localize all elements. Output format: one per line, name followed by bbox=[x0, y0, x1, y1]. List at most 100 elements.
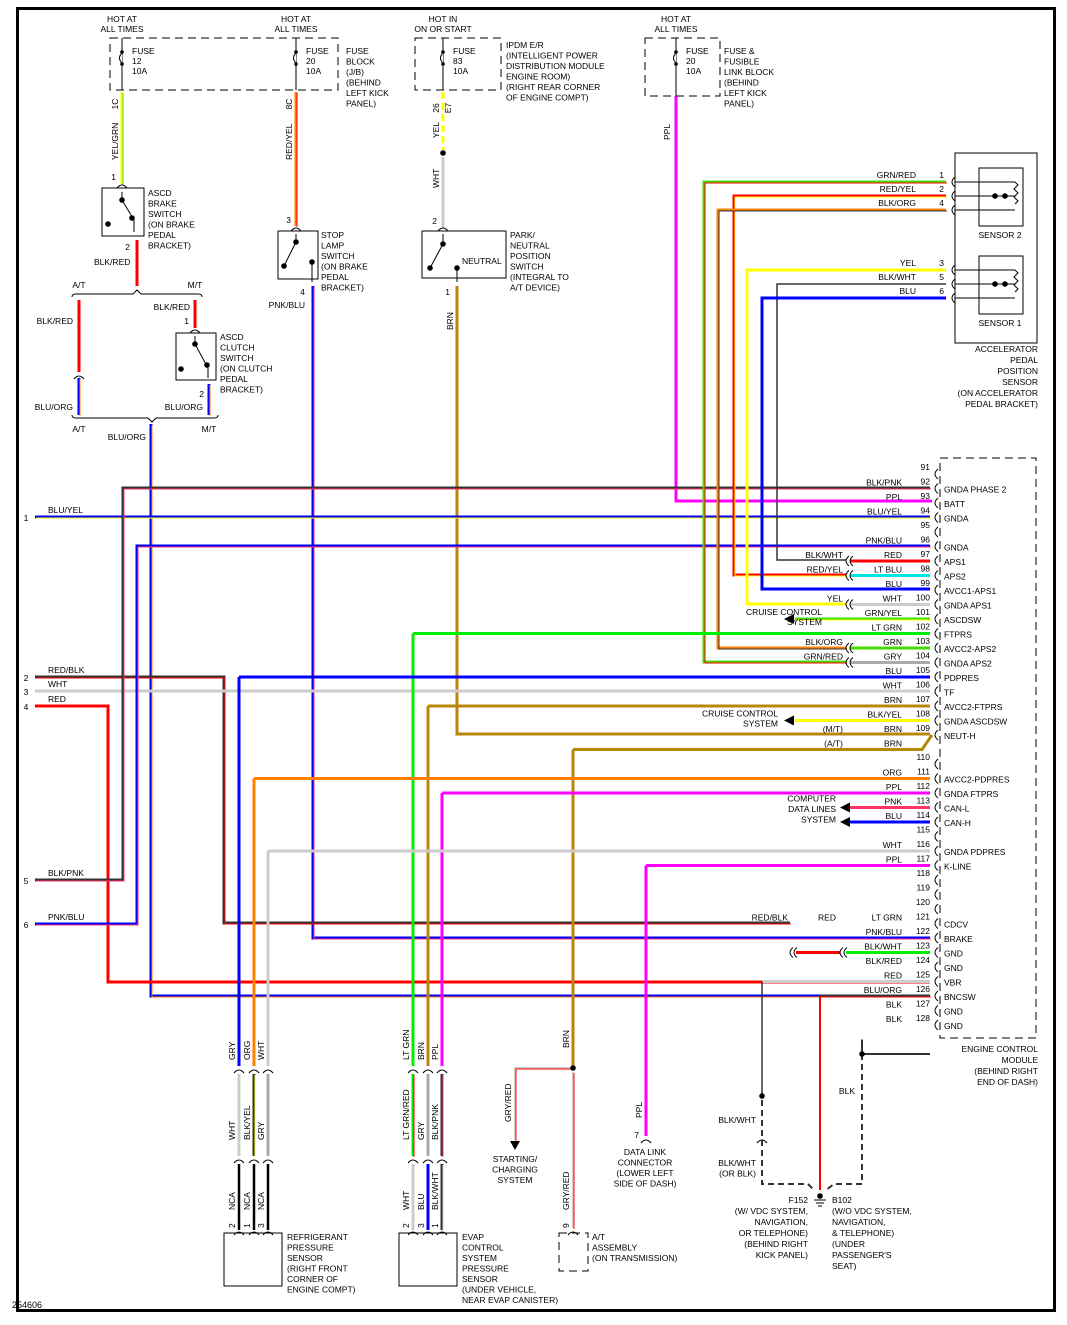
wire-label: WHT bbox=[883, 681, 902, 691]
ecm-pin-number: 119 bbox=[916, 883, 930, 893]
ground-f152-label: (BEHIND RIGHT bbox=[744, 1239, 808, 1249]
app-sensor-label: ACCELERATOR bbox=[975, 344, 1038, 354]
contact-dot bbox=[454, 265, 460, 271]
sensor1-box bbox=[978, 255, 1024, 315]
ecm-pin-number: 98 bbox=[921, 564, 931, 574]
pin-label: 2 bbox=[125, 242, 130, 252]
wire-label: PPL bbox=[886, 782, 902, 792]
power-source-label: ON OR START bbox=[414, 24, 471, 34]
contact-dot bbox=[293, 239, 299, 245]
pnp-label: SWITCH bbox=[510, 262, 544, 272]
ipdm-label: (INTELLIGENT POWER bbox=[506, 51, 598, 61]
ecm-pin-function: TF bbox=[944, 688, 954, 698]
connector bbox=[422, 1159, 434, 1164]
wire-label: PPL bbox=[886, 492, 902, 502]
connector bbox=[248, 1159, 260, 1164]
connector bbox=[849, 599, 854, 610]
dlc-label: DATA LINK bbox=[624, 1147, 667, 1157]
ascd-clutch-label: PEDAL bbox=[220, 374, 248, 384]
power-source-label: ALL TIMES bbox=[275, 24, 318, 34]
fusible-link-label: FUSE & bbox=[724, 46, 755, 56]
starting-label: CHARGING bbox=[492, 1165, 538, 1175]
fuse-block-label: (J/B) bbox=[346, 67, 364, 77]
wire-label: BLU/ORG bbox=[864, 985, 902, 995]
ecm-pin-function: FTPRS bbox=[944, 630, 972, 640]
wire-label: RED/YEL bbox=[807, 565, 844, 575]
wire-label: BLK bbox=[839, 1086, 855, 1096]
contact-dot bbox=[129, 215, 135, 221]
ecm-pin-number: 118 bbox=[916, 868, 930, 878]
ecm-connector bbox=[934, 874, 939, 886]
wire-ppl-batt bbox=[674, 96, 932, 503]
ecm-pin-function: BNCSW bbox=[944, 992, 976, 1002]
pin-label: 1 bbox=[242, 1223, 252, 1228]
wiper-dot bbox=[992, 193, 998, 199]
ecm-pin-number: 123 bbox=[916, 941, 930, 951]
terminal-number: 1 bbox=[24, 513, 29, 523]
app-sensor-label: SENSOR bbox=[1002, 377, 1038, 387]
wiper-dot bbox=[1002, 193, 1008, 199]
ground-b102-label: & TELEPHONE) bbox=[832, 1228, 894, 1238]
stop-lamp-label: BRACKET) bbox=[321, 283, 364, 293]
connector bbox=[845, 555, 850, 567]
fusible-link-label: LEFT KICK bbox=[724, 88, 767, 98]
fuse-label: FUSE bbox=[132, 46, 155, 56]
ground-b102-label: SEAT) bbox=[832, 1261, 857, 1271]
splice-dot bbox=[440, 150, 446, 156]
connector bbox=[849, 657, 854, 668]
wire-label: BLK/WHT bbox=[718, 1158, 756, 1168]
fuse-label: 83 bbox=[453, 56, 463, 66]
wire-grn-red-tracer bbox=[704, 182, 947, 664]
wire-blk-wht-dashed bbox=[761, 1100, 815, 1191]
pin-label: 8C bbox=[284, 99, 294, 110]
wire-label: BLK/RED bbox=[866, 956, 902, 966]
wire-blk-org-tracer bbox=[718, 210, 947, 650]
wire-label: LT GRN/RED bbox=[401, 1089, 411, 1140]
wire-label: BRN bbox=[884, 739, 902, 749]
fuse-block-label: BLOCK bbox=[346, 57, 375, 67]
connector bbox=[567, 1231, 579, 1236]
ground-b102-label: (UNDER bbox=[832, 1239, 865, 1249]
evap-label: (UNDER VEHICLE, bbox=[462, 1285, 536, 1295]
app-sensor-label: PEDAL bbox=[1010, 355, 1038, 365]
ecm-pin-number: 127 bbox=[916, 999, 930, 1009]
power-source-label: HOT IN bbox=[429, 14, 458, 24]
ecm-pin-function: GND bbox=[944, 963, 963, 973]
ipdm-box bbox=[414, 37, 502, 91]
arrow-cruise-icon bbox=[784, 715, 794, 726]
pin-label: 3 bbox=[416, 1223, 426, 1228]
wire-gry-red-starting bbox=[514, 1067, 573, 1140]
power-source-label: HOT AT bbox=[281, 14, 311, 24]
wire-label: GRN/YEL bbox=[865, 608, 903, 618]
potentiometer-icon bbox=[1013, 269, 1019, 293]
wire-pnk-blu-gnda-tracer bbox=[36, 546, 931, 926]
arrow-can-icon bbox=[840, 817, 850, 827]
wire-label: WHT bbox=[431, 169, 441, 188]
connector bbox=[839, 947, 844, 958]
terminal-number: 2 bbox=[24, 673, 29, 683]
ecm-pin-function: GND bbox=[944, 1007, 963, 1017]
wire-label: BLK/PNK bbox=[48, 868, 84, 878]
switch-contact bbox=[283, 234, 297, 267]
connector bbox=[407, 1231, 419, 1236]
connector bbox=[849, 642, 854, 654]
dlc-label: SIDE OF DASH) bbox=[614, 1179, 677, 1189]
fuse-label: 10A bbox=[686, 66, 701, 76]
computer-data-lines-label: DATA LINES bbox=[788, 804, 836, 814]
terminal-number: 4 bbox=[24, 702, 29, 712]
ecm-connector bbox=[934, 628, 939, 639]
ground-b102-label: B102 bbox=[832, 1195, 852, 1205]
ecm-pin-number: 105 bbox=[916, 665, 930, 675]
app-sensor-label: (ON ACCELERATOR bbox=[958, 388, 1038, 398]
ecm-pin-number: 126 bbox=[916, 984, 930, 994]
evap-label: EVAP bbox=[462, 1232, 484, 1242]
switch-contact bbox=[194, 336, 209, 378]
fuse-label: 20 bbox=[306, 56, 316, 66]
arrow-can-icon bbox=[840, 802, 850, 813]
starting-label: STARTING/ bbox=[493, 1154, 538, 1164]
evap-label: SYSTEM bbox=[462, 1253, 497, 1263]
fuse-icon bbox=[294, 50, 298, 54]
ecm-pin-number: 111 bbox=[917, 767, 930, 777]
wire-label: BLK/WHT bbox=[718, 1115, 756, 1125]
